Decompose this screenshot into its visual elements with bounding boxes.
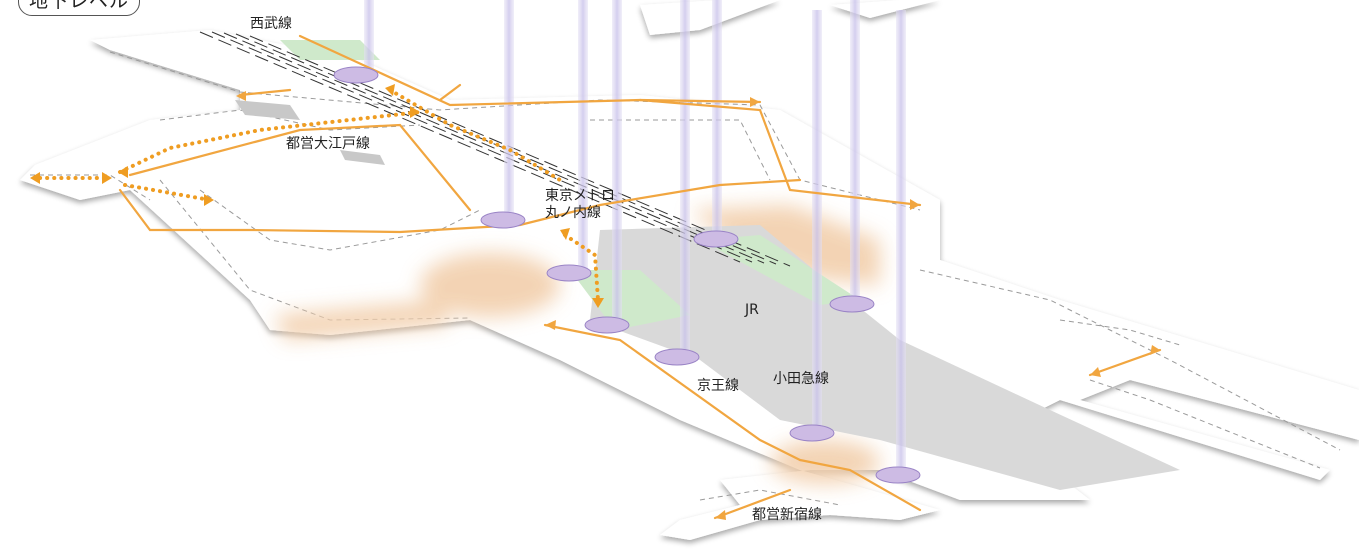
line-label-marunouchi: 東京メトロ 丸ノ内線 — [545, 188, 615, 222]
green-keio — [570, 270, 690, 330]
light-column — [712, 0, 722, 240]
light-columns — [364, 0, 906, 475]
line-label-jr: JR — [745, 302, 759, 318]
station-marker-odakyu — [789, 424, 835, 442]
line-label-seibu: 西武線 — [250, 16, 292, 32]
line-label-marunouchi-1: 東京メトロ — [545, 188, 615, 204]
station-marker — [584, 316, 630, 334]
plaza-east — [690, 205, 880, 285]
station-marker-marunouchi — [480, 211, 526, 229]
station-marker-seibu — [333, 66, 379, 84]
station-marker-keio — [654, 348, 700, 366]
light-column — [504, 0, 514, 222]
line-label-shinjuku-line: 都営新宿線 — [752, 507, 822, 523]
plaza-south-exit — [770, 440, 880, 484]
light-column — [896, 10, 906, 475]
plaza-south-corridor — [275, 300, 450, 340]
route-arrowheads — [236, 91, 1160, 520]
light-column — [812, 10, 822, 435]
walking-routes — [118, 34, 1162, 520]
transfer-routes — [38, 88, 600, 302]
station-marker — [829, 295, 875, 313]
station-marker-shinjuku-line — [875, 466, 921, 484]
light-column — [612, 0, 622, 328]
light-column — [364, 0, 374, 78]
plaza-west — [420, 253, 560, 317]
oedo-platform-bars — [235, 100, 385, 165]
plaza-areas — [275, 205, 880, 484]
light-column — [578, 0, 588, 275]
light-column — [850, 0, 860, 305]
level-badge: 地下レベル — [18, 0, 141, 16]
light-column — [680, 0, 690, 356]
jr-platform — [590, 225, 1180, 490]
line-label-keio: 京王線 — [697, 378, 739, 394]
station-marker — [546, 264, 592, 282]
line-label-odakyu: 小田急線 — [773, 371, 829, 387]
transfer-arrowheads — [30, 84, 604, 308]
station-markers — [333, 66, 921, 484]
line-label-oedo: 都営大江戸線 — [286, 136, 370, 152]
line-label-marunouchi-2: 丸ノ内線 — [545, 205, 601, 221]
station-marker — [693, 230, 739, 248]
